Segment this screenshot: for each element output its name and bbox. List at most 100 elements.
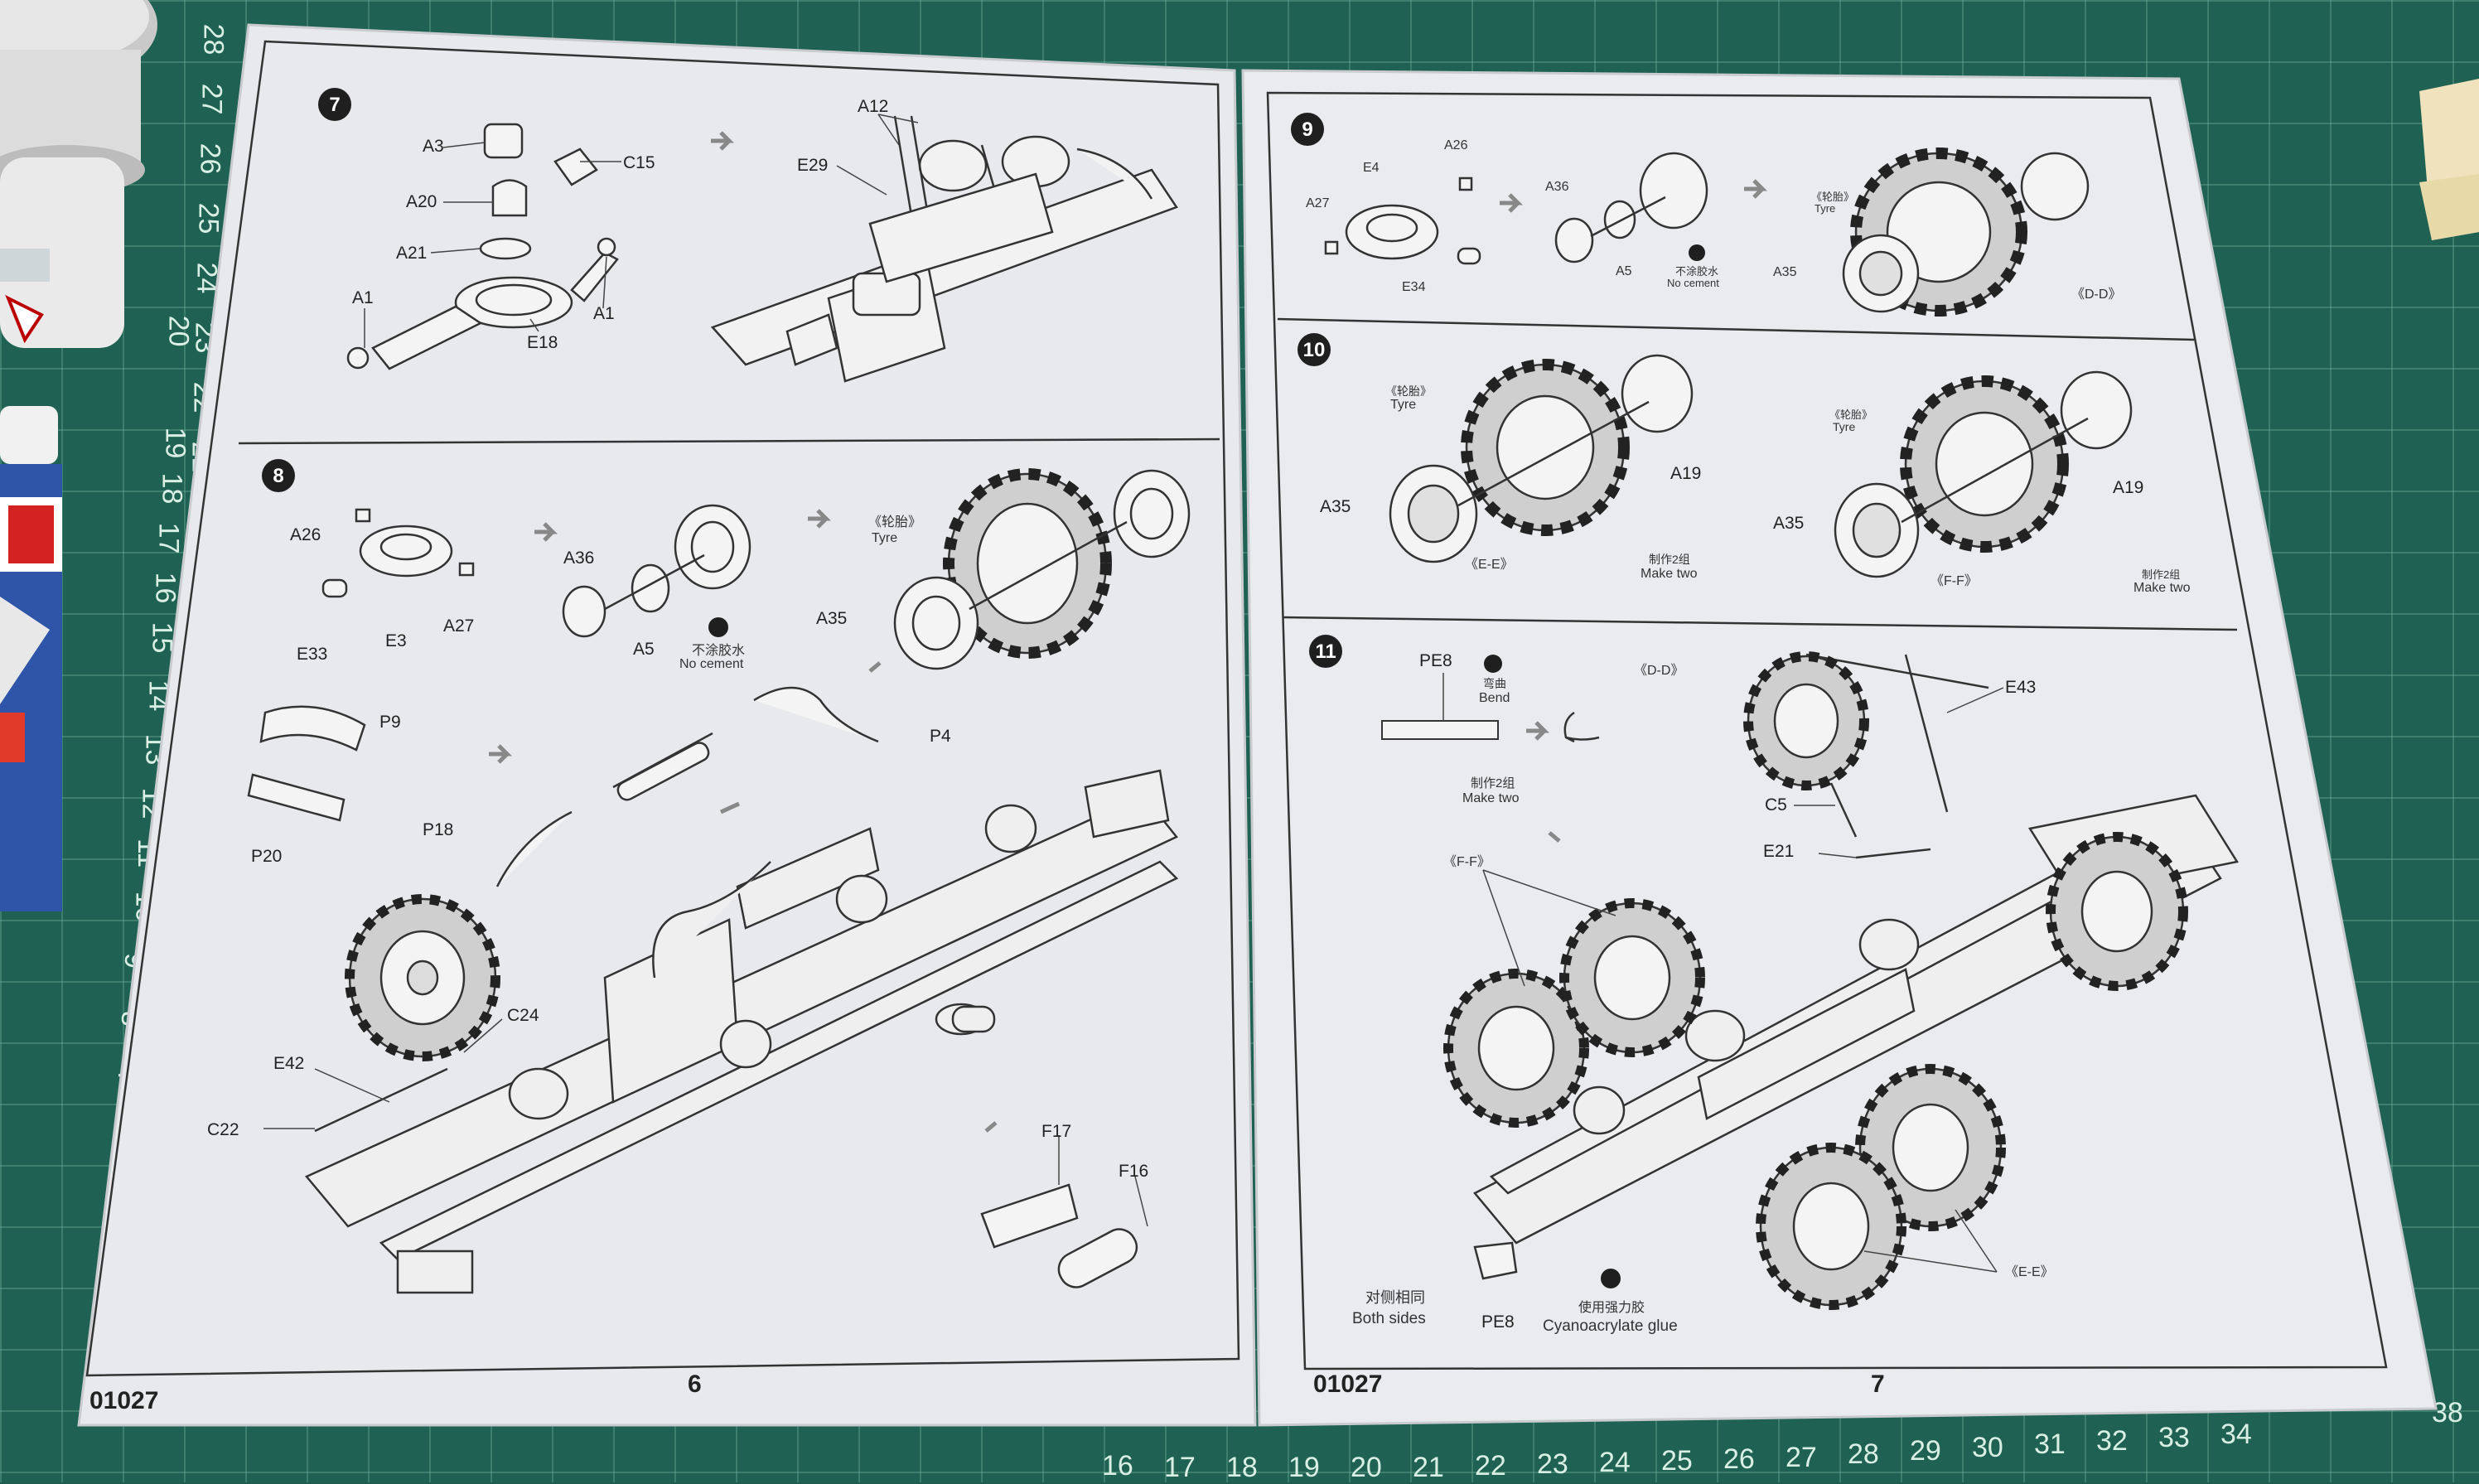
step-9-arrow-icon-1 — [1500, 193, 1524, 213]
label-a5-step9: A5 — [1616, 264, 1632, 278]
step-7-arrow-icon — [711, 131, 735, 151]
label-e21: E21 — [1763, 842, 1794, 861]
label-c22: C22 — [207, 1120, 239, 1139]
step-11: 11 PE8 弯曲 Bend 制作2组 Make two 《D-D》 E43 C… — [1309, 635, 2240, 1335]
step-10-number: 10 — [1303, 339, 1326, 361]
tyre-cn: 《轮胎》 — [868, 515, 921, 529]
step-8-tyre — [893, 468, 1191, 670]
step-9-hub-parts — [1324, 152, 1708, 265]
label-a36-step9: A36 — [1545, 180, 1569, 194]
step-8-arrow-icon-6 — [984, 1121, 998, 1133]
label-a1-left: A1 — [352, 288, 374, 307]
step-11-arrow-icon-2 — [1548, 831, 1561, 843]
step-9: 9 E4 A26 A27 A36 E34 A5 不涂胶水 No cement — [1291, 113, 2121, 317]
cardboard-piece — [2419, 79, 2479, 240]
label-a35-step10-left: A35 — [1320, 497, 1351, 516]
step-8-front-wheel — [314, 894, 500, 1133]
subassembly-ff-step10: 《F-F》 — [1931, 574, 1978, 588]
glue-tube — [0, 406, 62, 911]
step-9-tyre — [1842, 147, 2090, 317]
left-page — [77, 23, 1257, 1427]
label-a19-step10-left: A19 — [1670, 464, 1701, 483]
label-f16: F16 — [1119, 1162, 1148, 1181]
step-9-arrow-icon-2 — [1744, 179, 1768, 199]
bend-icon — [1484, 655, 1502, 673]
step-8-exhaust-parts — [247, 686, 879, 887]
step-7-leader-lines — [364, 142, 621, 348]
label-a19-step10-right: A19 — [2113, 478, 2143, 497]
step-10: 10 《轮胎》 Tyre A35 A19 《E-E》 制作2组 Make two… — [1297, 333, 2191, 595]
make-two-cn-step10-left: 制作2组 — [1649, 553, 1690, 566]
tyre-en-step10-right: Tyre — [1833, 420, 1855, 433]
tyre-cn-step10-right: 《轮胎》 — [1829, 408, 1873, 421]
label-p18: P18 — [423, 820, 453, 839]
step-8-hub-parts — [321, 504, 751, 638]
right-page-number: 7 — [1871, 1370, 1885, 1398]
step-11-wheels — [1443, 651, 2188, 1310]
make-two-en-step10-left: Make two — [1641, 567, 1698, 581]
glue-en: Cyanoacrylate glue — [1543, 1317, 1678, 1335]
make-two-cn-step11: 制作2组 — [1471, 776, 1515, 790]
step-10-left-tyre — [1389, 354, 1694, 563]
label-p9: P9 — [379, 713, 401, 732]
step-7-axle-parts — [346, 123, 619, 370]
label-e3: E3 — [385, 631, 407, 650]
label-e18: E18 — [527, 333, 558, 352]
step-8: 8 A26 A36 E33 E3 A27 A5 不涂胶水 No cement — [207, 459, 1191, 1294]
bend-cn: 弯曲 — [1483, 677, 1506, 690]
right-page-frame — [1266, 91, 2388, 1370]
step-11-chassis-drawing — [1473, 653, 2240, 1245]
label-a35: A35 — [816, 609, 847, 628]
step-8-arrow-icon-2 — [808, 509, 832, 529]
label-a20: A20 — [406, 192, 437, 211]
label-a27: A27 — [443, 616, 474, 636]
label-a35-step10-right: A35 — [1773, 514, 1804, 533]
step-7-chassis-drawing — [710, 115, 1178, 383]
subassembly-ff-step11: 《F-F》 — [1443, 855, 1491, 869]
bend-en: Bend — [1479, 691, 1510, 705]
step-8-arrow-icon-3 — [489, 744, 513, 764]
glue-cn: 使用强力胶 — [1578, 1300, 1645, 1315]
make-two-en-step11: Make two — [1462, 791, 1520, 805]
no-cement-icon-step9 — [1689, 244, 1705, 261]
label-a1-right: A1 — [593, 304, 615, 323]
left-page-number: 6 — [688, 1370, 702, 1398]
no-cement-en: No cement — [679, 657, 744, 671]
label-c15: C15 — [623, 153, 655, 172]
left-page-code: 01027 — [89, 1387, 158, 1414]
label-e43: E43 — [2005, 678, 2036, 697]
step-8-arrow-icon-5 — [868, 661, 882, 673]
label-a5: A5 — [633, 640, 655, 659]
label-a27-step9: A27 — [1306, 196, 1330, 210]
label-a26: A26 — [290, 525, 321, 544]
label-a36: A36 — [563, 549, 594, 568]
step-8-arrow-icon-4 — [719, 801, 741, 815]
right-page-code: 01027 — [1313, 1370, 1382, 1398]
no-cement-icon — [708, 617, 728, 637]
tyre-en-step9: Tyre — [1815, 202, 1835, 215]
subassembly-dd-step11: 《D-D》 — [1634, 664, 1684, 678]
subassembly-ee-step11: 《E-E》 — [2005, 1265, 2054, 1279]
step-8-f-parts — [980, 1183, 1138, 1288]
label-e4: E4 — [1363, 161, 1380, 175]
make-two-cn-step10-right: 制作2组 — [2142, 568, 2180, 581]
no-cement-en-step9: No cement — [1667, 277, 1719, 289]
step-11-arrow-icon-1 — [1526, 721, 1550, 741]
label-a3: A3 — [423, 137, 444, 156]
photo-etch-strip — [1381, 720, 1499, 740]
step-10-right-tyre — [1834, 370, 2133, 578]
subassembly-dd-step9: 《D-D》 — [2071, 288, 2121, 302]
label-f17: F17 — [1041, 1122, 1071, 1141]
both-sides-cn: 对侧相同 — [1365, 1289, 1425, 1306]
photo-etch-bracket — [1473, 1241, 1518, 1280]
label-c5: C5 — [1765, 795, 1787, 815]
step-9-number: 9 — [1302, 118, 1312, 141]
step-8-number: 8 — [273, 465, 283, 487]
no-cement-cn: 不涂胶水 — [692, 643, 745, 658]
step-8-arrow-icon-1 — [534, 522, 558, 542]
bent-part-shape — [1563, 711, 1600, 743]
label-e42: E42 — [273, 1054, 304, 1073]
label-a21: A21 — [396, 244, 427, 263]
